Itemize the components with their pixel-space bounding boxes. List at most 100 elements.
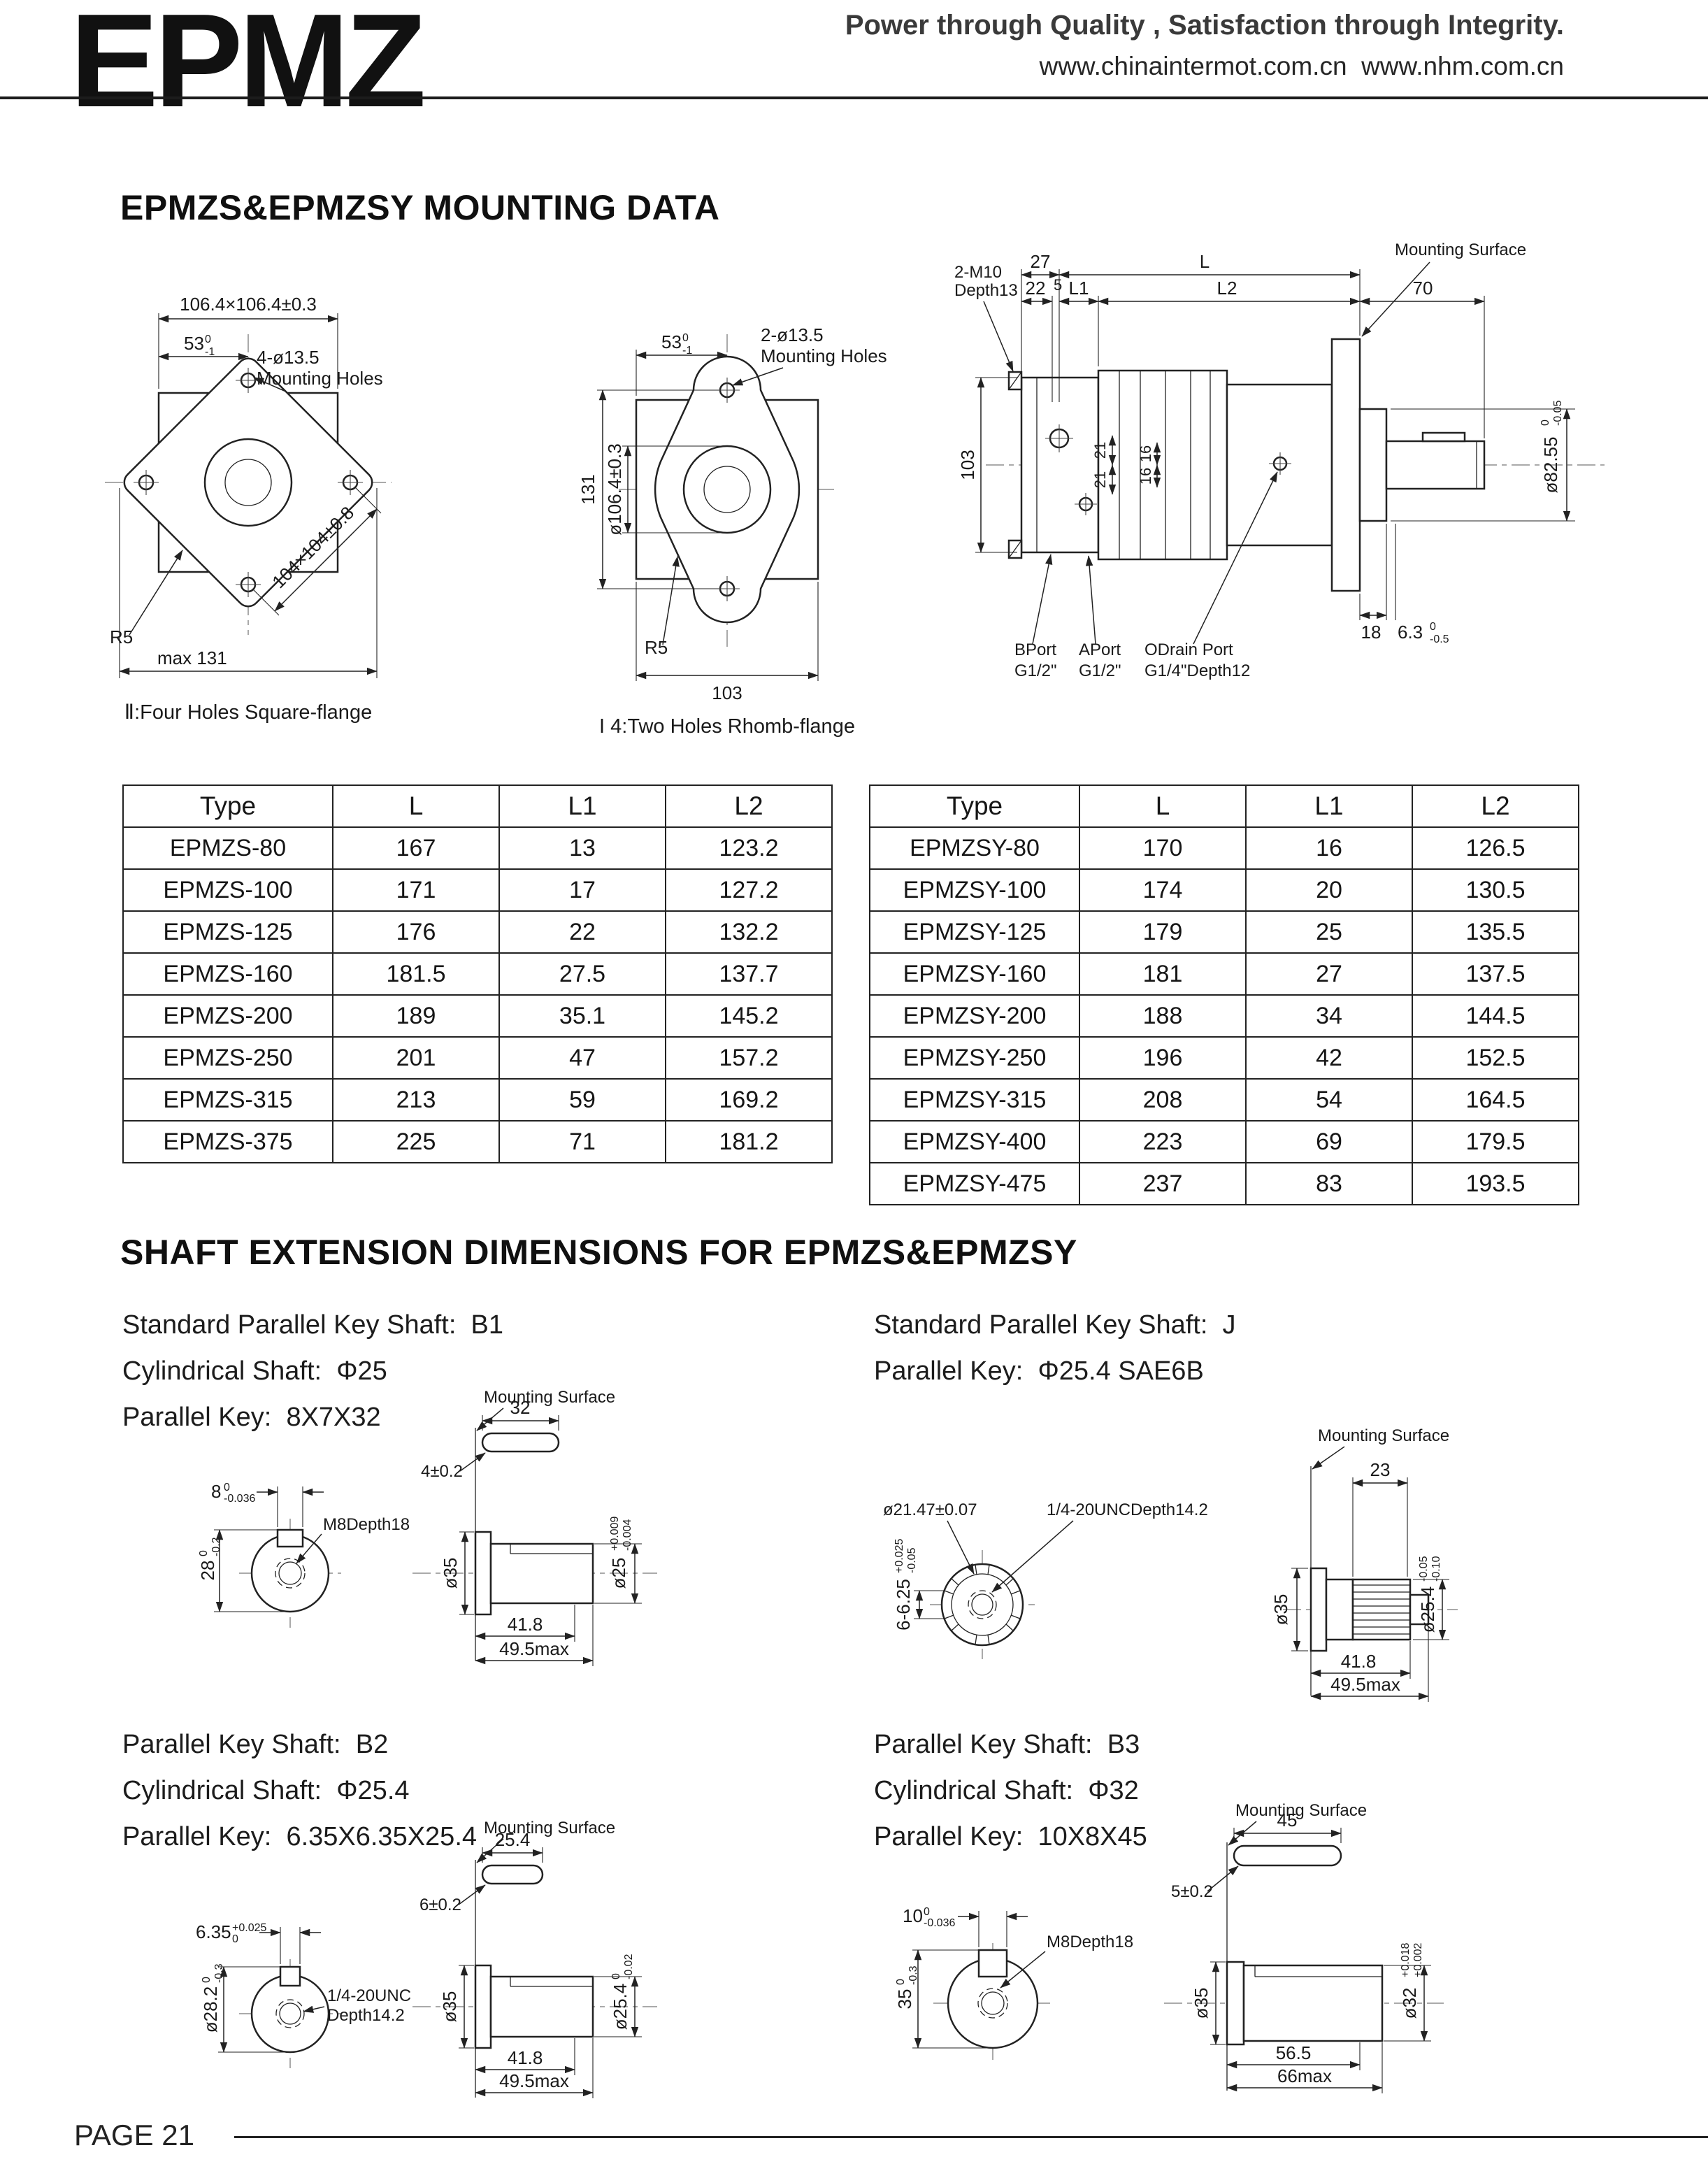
dim-key-height-tol-top: 0 [201, 1977, 213, 1983]
dim-21a: 21 [1091, 442, 1109, 459]
square-flange-caption: Ⅱ:Four Holes Square-flange [124, 701, 372, 724]
table-cell: 126.5 [1412, 826, 1579, 870]
dim-key-length: 25.4 [495, 1829, 531, 1850]
dim-6.3-tol-bot: -0.5 [1430, 633, 1449, 645]
shaft-flange [474, 1964, 492, 2049]
dim-5: 5 [1054, 276, 1062, 294]
table-cell: 17 [498, 868, 666, 912]
dim-shaft-dia-tol-bot: -0.02 [623, 1954, 635, 1979]
header-divider [0, 96, 1708, 99]
dim-spline-length: 23 [1370, 1459, 1391, 1480]
table-cell: 181 [1079, 952, 1247, 996]
dim-key-height: 28 [197, 1561, 218, 1581]
mounting-surface-label: Mounting Surface [1235, 1801, 1367, 1820]
table-cell: 176 [332, 910, 500, 954]
spec-line: Cylindrical Shaft: Φ25 [122, 1356, 387, 1386]
table-cell: 179 [1079, 910, 1247, 954]
shaft-end-view [250, 1974, 330, 2054]
corner-radius-label: R5 [110, 626, 133, 647]
table-cell: EPMZSY-250 [869, 1036, 1080, 1080]
table-cell: EPMZS-80 [122, 826, 333, 870]
dim-keyway-width: 8 [211, 1481, 221, 1502]
dim-tooth-tol-bot: -0.05 [906, 1547, 918, 1573]
table-cell: 201 [332, 1036, 500, 1080]
shaft-b2-drawing: 1/4-20UNC Depth14.2 6.35 +0.025 0 ø28.2 … [196, 1819, 657, 2098]
dim-27: 27 [1031, 251, 1051, 272]
dim-key-length: 45 [1277, 1810, 1298, 1830]
dim-max-width: max 131 [157, 647, 227, 668]
table-cell: 137.5 [1412, 952, 1579, 996]
dim-shaft-dia-label: ø32 +0.018 +0.002 [1399, 1943, 1424, 2019]
dim-half-width: 53 [661, 331, 682, 352]
table-cell: 83 [1245, 1162, 1413, 1205]
dim-22: 22 [1026, 278, 1046, 299]
table-cell: 152.5 [1412, 1036, 1579, 1080]
pilot-circle [682, 445, 772, 534]
table-cell: 54 [1245, 1078, 1413, 1122]
table-cell: 27.5 [498, 952, 666, 996]
table-cell: 123.2 [665, 826, 833, 870]
spec-line: Parallel Key: 10X8X45 [874, 1822, 1147, 1851]
dim-key-height: 35 [894, 1989, 915, 2009]
mounting-surface-label: Mounting Surface [484, 1388, 615, 1407]
dim-keyway-tol-top: 0 [924, 1906, 930, 1918]
table-cell: EPMZSY-475 [869, 1162, 1080, 1205]
dim-half-tol-bot: -1 [205, 346, 215, 358]
shaft-b1-spec: Standard Parallel Key Shaft: B1 Cylindri… [122, 1302, 503, 1440]
dim-shaft-dia-tol-top: +0.018 [1400, 1943, 1412, 1977]
shaft-cylinder [489, 1975, 594, 2038]
shaft-b2-spec: Parallel Key Shaft: B2 Cylindrical Shaft… [122, 1721, 477, 1860]
column-header: L1 [1245, 784, 1413, 828]
table-cell: 223 [1079, 1120, 1247, 1163]
section-title-shaft-dimensions: SHAFT EXTENSION DIMENSIONS FOR EPMZS&EPM… [120, 1233, 1077, 1272]
dim-L2: L2 [1217, 278, 1237, 299]
dim-keyway-tol-bot: -0.036 [924, 1917, 955, 1929]
spec-line: Cylindrical Shaft: Φ32 [874, 1776, 1139, 1805]
table-cell: 145.2 [665, 994, 833, 1038]
column-header: Type [869, 784, 1080, 828]
shaft-b1-drawing: M8Depth18 8 0 -0.036 28 0 -0.2 Mounting … [197, 1388, 657, 1666]
shaft-flange [1226, 1961, 1245, 2046]
table-cell: 47 [498, 1036, 666, 1080]
corner-radius-label: R5 [645, 637, 668, 658]
dim-length-1: 41.8 [508, 1614, 543, 1635]
dim-shaft-dia: ø25.4 [610, 1984, 631, 2030]
gerotor-section [1097, 369, 1228, 561]
table-cell: EPMZS-250 [122, 1036, 333, 1080]
table-cell: 20 [1245, 868, 1413, 912]
table-cell: 137.7 [665, 952, 833, 996]
key-plan-view [481, 1864, 544, 1885]
column-header: L2 [1412, 784, 1579, 828]
table-cell: 189 [332, 994, 500, 1038]
table-cell: EPMZSY-160 [869, 952, 1080, 996]
column-header: L [332, 784, 500, 828]
dim-shaft-dia-label: ø25.4 -0.05 -0.10 [1417, 1556, 1442, 1633]
dim-key-section: 5±0.2 [1171, 1882, 1213, 1901]
table-cell: 34 [1245, 994, 1413, 1038]
table-cell: 181.5 [332, 952, 500, 996]
shaft-b3-drawing: M8Depth18 10 0 -0.036 35 0 -0.3 Mounting… [894, 1801, 1444, 2093]
shaft-j-drawing: ø21.47±0.07 1/4-20UNCDepth14.2 6-6.25 +0… [883, 1426, 1458, 1702]
dim-6.3: 6.3 [1398, 622, 1423, 643]
table-cell: 164.5 [1412, 1078, 1579, 1122]
dim-103: 103 [957, 450, 978, 480]
tap-callout: M8Depth18 [1047, 1933, 1133, 1951]
brand-logo: EPMZ [70, 0, 426, 135]
dim-L1: L1 [1069, 278, 1089, 299]
mounting-surface-label: Mounting Surface [484, 1819, 615, 1837]
dim-shaft-dia-tol-bot: -0.004 [622, 1519, 633, 1551]
dim-length-1: 41.8 [1341, 1651, 1377, 1672]
dim-half-width: 53 [184, 333, 204, 354]
table-cell: 181.2 [665, 1120, 833, 1163]
column-header: L2 [665, 784, 833, 828]
dim-key-height-tol-top: 0 [895, 1979, 907, 1985]
table-cell: 35.1 [498, 994, 666, 1038]
tap-callout-2: Depth14.2 [327, 2006, 405, 2025]
